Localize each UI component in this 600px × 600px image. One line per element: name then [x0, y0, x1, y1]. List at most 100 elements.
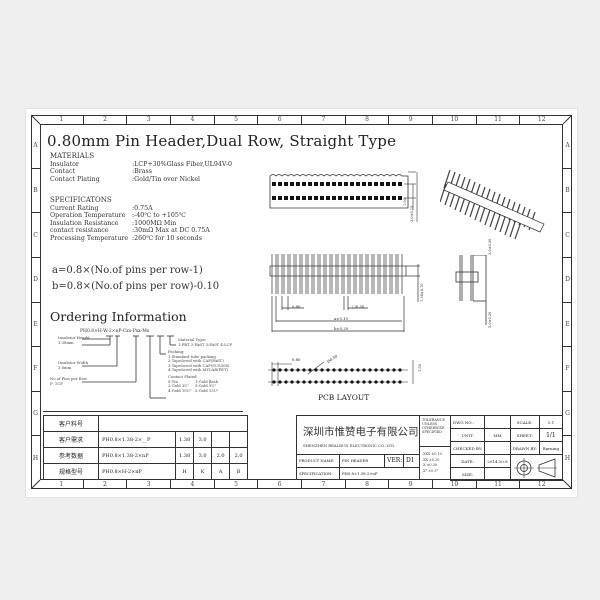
dwg-no [484, 415, 511, 429]
tolerance-value: .XX ±0.20 [422, 457, 440, 462]
row-letter: F [31, 346, 40, 391]
column-number: 8 [344, 480, 389, 489]
projection-symbol-cell [509, 454, 564, 481]
dim-pcb-row: 1.50 [418, 364, 422, 372]
plating-option: 4:Gold 10U" [168, 387, 192, 393]
note-label: Packing: [168, 349, 185, 354]
cell-h: H [174, 463, 195, 480]
formula-a: a=0.8×(No.of pins per row-1) [52, 265, 203, 276]
row-letter: G [31, 390, 40, 436]
column-number: 9 [388, 480, 432, 489]
cell-spec: PH0.8×1.38-2×__P [98, 431, 176, 448]
note-value: P: 1CP [50, 380, 63, 386]
cell-b [229, 431, 249, 448]
drawing-title: 0.80mm Pin Header,Dual Row, Straight Typ… [47, 132, 397, 150]
cell-h: 1.38 [174, 447, 195, 464]
dim-body-width: 3.0±0.15 [410, 205, 414, 222]
row-letter: C [563, 212, 572, 257]
size [484, 467, 511, 481]
ordering-leader-lines [82, 335, 176, 399]
dim-b: b±0.20 [334, 326, 349, 331]
drawn-by: Barning [538, 441, 564, 455]
column-number: 12 [519, 115, 563, 124]
projection-symbol-icon [513, 458, 557, 478]
side-view-drawing [455, 255, 487, 325]
note-pins-per-row: No.of Pins per Row P: 1CP [50, 376, 87, 386]
specifications-block: SPECIFICATONS Current Rating:0.75A Opera… [50, 196, 210, 243]
cell-spec: PH0.8×H-2×nP [98, 463, 176, 480]
note-label: Insulator Width [58, 360, 89, 365]
unit: MM [484, 428, 511, 442]
formula-b: b=0.8×(No.of pins per row)-0.10 [52, 281, 220, 292]
spec-key: Current Rating [50, 204, 99, 212]
date: 2014.10.8 [484, 454, 511, 468]
front-view-drawing [269, 254, 420, 332]
top-view-drawing [269, 171, 418, 222]
column-number-band-bottom: 1 2 3 4 5 6 7 8 9 10 11 12 [40, 480, 563, 489]
note-value: 1:PBT 2:PA6T 3:PA9T 4:LCP [178, 341, 233, 347]
column-number-band-top: 1 2 3 4 5 6 7 8 9 10 11 12 [40, 115, 563, 124]
spec-key: Insulator [50, 160, 79, 168]
cell-spec [97, 415, 249, 432]
cell-k: 3.0 [193, 431, 213, 448]
row-letter: A [565, 142, 570, 150]
sheet: 1/1 [538, 428, 564, 442]
column-number: 9 [388, 115, 432, 124]
column-number: 4 [170, 480, 214, 489]
row-letter: A [33, 142, 38, 150]
note-insulator-height: Insulator Height 1.38mm [58, 335, 90, 345]
column-number: 7 [301, 480, 345, 489]
frame-corner-bevels [31, 115, 572, 489]
column-number: 2 [82, 115, 127, 124]
column-number: 6 [257, 115, 301, 124]
table-row: 客户料号 [43, 415, 249, 432]
packing-option: 2:Tape&reel with CAP(PA6T) [168, 358, 224, 364]
customer-table: 客户料号 客户需求 PH0.8×1.38-2×__P 1.38 3.0 参考数据… [43, 415, 249, 480]
checked-by [484, 441, 511, 455]
specification: PH0.8×1.38-2×nP [342, 471, 378, 476]
spec-value: :Brass [132, 168, 152, 176]
specification-label: SPECIFICATION: [297, 468, 340, 480]
plating-option: 2:Gold 3U" [168, 383, 190, 389]
note-insulator-width: Insulator Width 3.0mm [58, 360, 89, 370]
tolerance-value: .X° ±0.5° [422, 468, 439, 473]
spec-value: :260℃ for 10 seconds [132, 234, 202, 242]
dim-side-bottom: 5.0±0.20 [488, 311, 492, 328]
note-packing: Packing: 1:Standard tube packing 2:Tape&… [168, 349, 230, 373]
column-number: 10 [432, 115, 476, 124]
note-label: Insulator Height [58, 335, 90, 340]
date-label: DATE: [449, 454, 486, 468]
spec-key: Insulation Resistance [50, 219, 119, 227]
ordering-code: PH0.8×H-W-2×nP-Cxx-Pxx-Mx [80, 329, 150, 334]
column-number: 1 [59, 481, 64, 488]
cell-h: 1.38 [174, 431, 195, 448]
pcb-layout-label: PCB LAYOUT [318, 393, 370, 402]
cell-k: 3.0 [193, 447, 213, 464]
row-letter: E [31, 301, 40, 347]
row-label: 参考数据 [43, 447, 99, 464]
row-letter: G [563, 390, 572, 436]
pcb-layout-drawing [268, 360, 414, 386]
dim-pin-size: □0.30 [352, 304, 365, 309]
row-letter: H [563, 435, 572, 480]
column-number: 3 [126, 480, 170, 489]
column-number: 2 [82, 480, 127, 489]
dim-row-pitch: 1.90 [403, 198, 407, 206]
cell-a: 2.0 [211, 447, 231, 464]
scale-label: SCALE: [509, 415, 540, 429]
cell-b: B [229, 463, 249, 480]
cell-b: 2.0 [229, 447, 249, 464]
plating-option: 3:Gold 5U" [195, 383, 217, 389]
spec-value: :1000MΩ Min [132, 219, 177, 227]
packing-option: 3:Tape&reel with CAP(SUS304) [168, 362, 230, 368]
note-value: 3.0mm [58, 364, 72, 370]
dwg-no-label: DWG NO.: [449, 415, 486, 429]
packing-option: 1:Standard tube packing [168, 353, 216, 359]
spec-value: :Gold/Tin over Nickel [132, 175, 201, 183]
cell-k: K [193, 463, 213, 480]
plating-option: 5:Gold 15U" [195, 387, 219, 393]
spec-value: :0.75A [132, 204, 153, 212]
dim-side-top: 3.0±0.20 [488, 238, 492, 255]
scale: 1:1 [538, 415, 564, 429]
